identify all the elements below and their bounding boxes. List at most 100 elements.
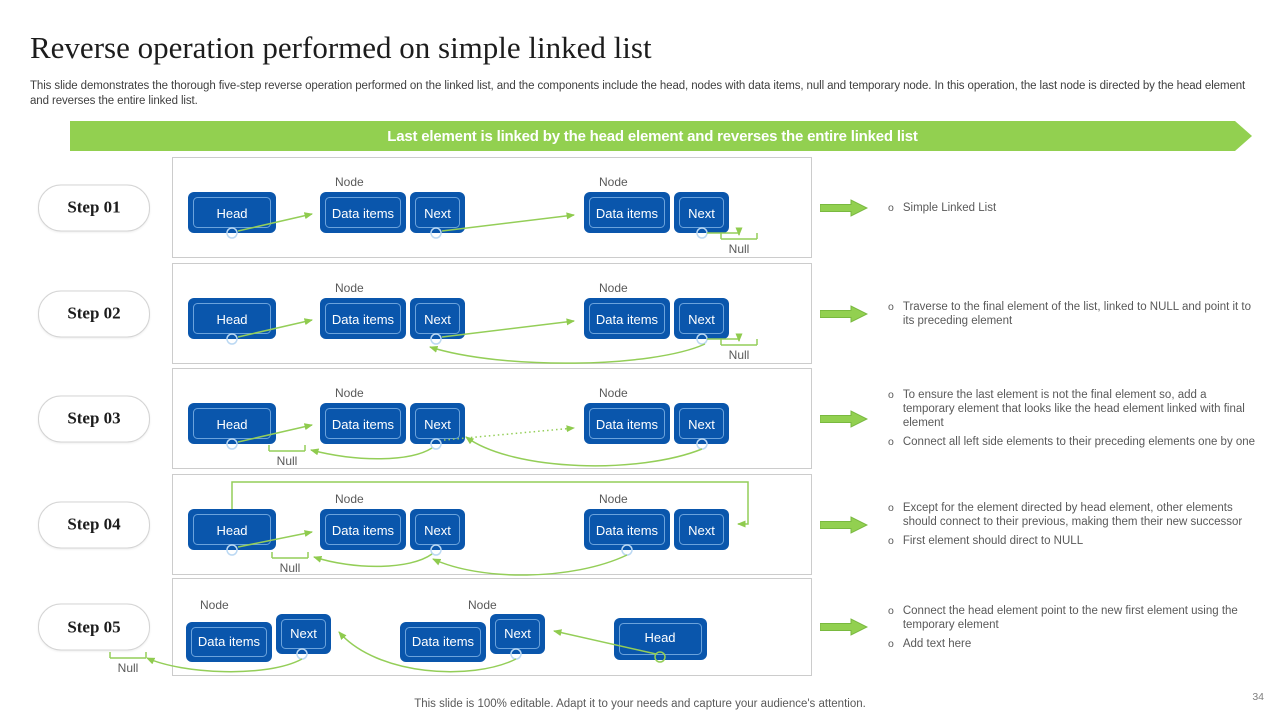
arrows (237, 212, 758, 240)
svg-text:Next: Next (424, 523, 451, 538)
step-01-label: Step 01 (67, 197, 121, 217)
arrow-node2-back-to-node1 (429, 343, 706, 364)
arrow-node2-to-null (707, 333, 743, 342)
arrow-node2-to-node1 (338, 631, 517, 673)
diagram-5: Node Node Data items Next Data items Nex… (109, 598, 707, 675)
connector-circle (226, 333, 238, 345)
svg-text:Next: Next (688, 206, 715, 221)
arrow-node1-to-null (310, 447, 433, 460)
green-block-arrow[interactable] (820, 304, 868, 323)
arrow-head-to-node1 (237, 212, 313, 232)
head-box[interactable]: Head (188, 403, 276, 450)
bullet-marker: o (888, 502, 894, 514)
step-02-label: Step 02 (67, 303, 121, 323)
arrow-node1-to-node2-dotted (443, 425, 575, 441)
node-label: Node (335, 175, 364, 189)
connector-circle (654, 651, 666, 663)
step-05-pill[interactable]: Step 05 (38, 603, 150, 651)
banner-arrow-shape[interactable]: Last element is linked by the head eleme… (70, 121, 1252, 151)
null-ground-symbol (268, 445, 306, 452)
node-label: Node (335, 386, 364, 400)
svg-text:Data items: Data items (332, 523, 395, 538)
node-1[interactable]: Data items Next (320, 403, 465, 450)
bullet-marker: o (888, 389, 894, 401)
page-number: 34 (1252, 691, 1264, 703)
node-label: Node (599, 281, 628, 295)
node-2[interactable]: Data items Next (584, 403, 729, 450)
arrow-head-over-top-to-node2 (231, 481, 749, 528)
green-block-arrow[interactable] (820, 618, 868, 636)
connector-circle (430, 227, 442, 239)
svg-text:Head: Head (644, 630, 675, 645)
svg-text:Next: Next (688, 523, 715, 538)
slide-description: This slide demonstrates the thorough fiv… (30, 80, 1246, 107)
svg-text:Next: Next (688, 417, 715, 432)
arrow-node1-to-node2 (441, 318, 575, 338)
node-1[interactable]: Data items Next (320, 509, 465, 556)
step-01-pill[interactable]: Step 01 (38, 184, 150, 231)
svg-text:Data items: Data items (412, 634, 475, 649)
step-04-pill[interactable]: Step 04 (38, 501, 150, 548)
bullet-marker: o (888, 535, 894, 547)
step-row-5: Step 05 Node Node Data items Next Data i… (0, 578, 1280, 676)
head-box[interactable]: Head (614, 618, 707, 663)
node-2[interactable]: Data items Next (584, 192, 729, 239)
diagram-4: Node Node Head Data items Next Data i (188, 481, 749, 576)
node-1[interactable]: Data items Next (320, 298, 465, 345)
diagram-1: Node Node Head Data items Next Data i (188, 175, 758, 256)
svg-text:Head: Head (216, 312, 247, 327)
node-2[interactable]: Data items Next (400, 614, 545, 662)
arrow-node2-to-null (707, 227, 743, 236)
bullet-marker: o (888, 201, 894, 214)
svg-text:Next: Next (290, 626, 317, 641)
svg-text:Next: Next (424, 417, 451, 432)
green-block-arrow[interactable] (820, 515, 868, 534)
footer-note: This slide is 100% editable. Adapt it to… (414, 698, 866, 710)
banner-text: Last element is linked by the head eleme… (387, 127, 918, 145)
connector-circle (226, 227, 238, 239)
svg-text:Head: Head (216, 417, 247, 432)
null-ground-symbol (720, 339, 758, 346)
green-block-arrow[interactable] (820, 198, 868, 217)
node-2[interactable]: Data items Next (584, 509, 729, 556)
head-box[interactable]: Head (188, 509, 276, 556)
svg-text:Next: Next (504, 626, 531, 641)
null-label: Null (729, 242, 750, 256)
svg-text:Data items: Data items (198, 634, 261, 649)
arrow-node1-to-null (313, 553, 433, 568)
step-row-3: Step 03 Node Node Head Data items Next (0, 368, 1280, 469)
green-block-arrow[interactable] (820, 409, 868, 428)
head-box[interactable]: Head (188, 192, 276, 239)
node-1[interactable]: Data items Next (186, 614, 331, 662)
step-02-pill[interactable]: Step 02 (38, 290, 150, 337)
null-label: Null (729, 348, 750, 362)
node-1[interactable]: Data items Next (320, 192, 465, 239)
null-ground-symbol (109, 652, 147, 659)
step-03-pill[interactable]: Step 03 (38, 395, 150, 442)
null-label: Null (280, 561, 301, 575)
node-2[interactable]: Data items Next (584, 298, 729, 345)
connector-circle (430, 438, 442, 450)
connector-circle (430, 333, 442, 345)
arrows (109, 629, 657, 673)
arrow-head-to-node1 (237, 530, 313, 548)
arrow-head-to-node2 (553, 629, 657, 655)
step-row-2: Step 02 Node Node Head Data items Next (0, 263, 1280, 364)
arrow-head-to-node1 (237, 423, 313, 443)
node-label: Node (599, 175, 628, 189)
node-label: Node (335, 492, 364, 506)
svg-text:Head: Head (216, 206, 247, 221)
head-box[interactable]: Head (188, 298, 276, 345)
